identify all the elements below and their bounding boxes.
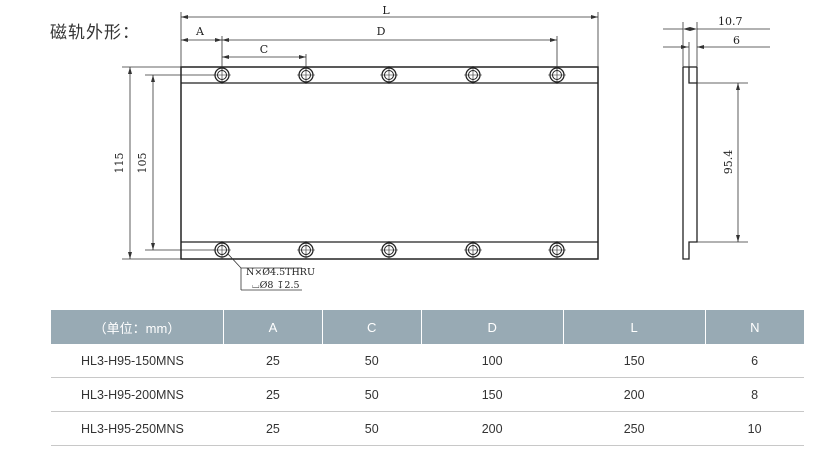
hole-note-counterbore: ⌴Ø8 ↧2.5 (252, 280, 300, 291)
cell-A: 25 (223, 411, 323, 446)
header-unit: （单位：mm） (51, 310, 224, 344)
cell-N: 8 (705, 377, 804, 412)
header-N: N (705, 310, 804, 344)
dim-label-C: C (260, 43, 268, 56)
mounting-hole (548, 241, 566, 259)
spec-table: （单位：mm） A C D L N HL3-H95-150MNS 25 50 1… (51, 310, 804, 446)
dim-label-6: 6 (733, 34, 740, 47)
cell-L: 200 (563, 377, 706, 412)
table-row: HL3-H95-150MNS 25 50 100 150 6 (51, 344, 804, 378)
cell-A: 25 (223, 344, 323, 378)
mounting-holes (213, 66, 566, 259)
header-A: A (223, 310, 323, 344)
mounting-hole (297, 241, 315, 259)
rail-side-view (682, 66, 698, 260)
dim-label-95-4: 95.4 (722, 150, 735, 175)
dim-label-105: 105 (136, 153, 149, 174)
cell-N: 6 (705, 344, 804, 378)
rail-plate-outline (180, 66, 599, 260)
header-L: L (563, 310, 706, 344)
section-title: 磁轨外形： (50, 23, 140, 43)
table-header-row: （单位：mm） A C D L N (51, 310, 804, 344)
cell-D: 100 (421, 344, 564, 378)
cell-A: 25 (223, 377, 323, 412)
mounting-hole (380, 241, 398, 259)
dim-label-L: L (382, 4, 390, 17)
mounting-hole (380, 66, 398, 84)
cell-C: 50 (322, 344, 422, 378)
cell-model: HL3-H95-150MNS (51, 344, 224, 378)
cell-N: 10 (705, 411, 804, 446)
header-C: C (322, 310, 422, 344)
cell-model: HL3-H95-200MNS (51, 377, 224, 412)
cell-L: 150 (563, 344, 706, 378)
dim-label-115: 115 (113, 153, 126, 174)
mounting-hole (213, 241, 231, 259)
mounting-hole (464, 241, 482, 259)
cell-C: 50 (322, 377, 422, 412)
rail-outline-drawing: L A D C 115 105 95.4 10.7 6 N×Ø4.5THRU ⌴… (113, 4, 770, 291)
cell-D: 150 (421, 377, 564, 412)
table-row: HL3-H95-250MNS 25 50 200 250 10 (51, 411, 804, 446)
hole-note-thru: N×Ø4.5THRU (246, 267, 315, 278)
cell-L: 250 (563, 411, 706, 446)
dim-label-A: A (195, 25, 205, 38)
cell-D: 200 (421, 411, 564, 446)
dim-label-D: D (377, 25, 386, 38)
cell-model: HL3-H95-250MNS (51, 411, 224, 446)
header-D: D (421, 310, 564, 344)
dim-label-10-7: 10.7 (718, 15, 743, 28)
table-row: HL3-H95-200MNS 25 50 150 200 8 (51, 377, 804, 412)
mounting-hole (464, 66, 482, 84)
cell-C: 50 (322, 411, 422, 446)
